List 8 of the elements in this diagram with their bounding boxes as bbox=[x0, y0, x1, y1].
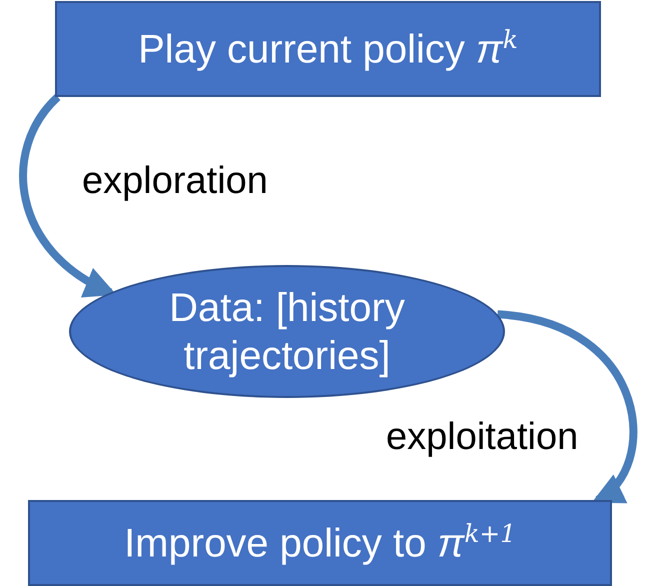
node-text: Play current policy π$^{k}$ bbox=[137, 24, 519, 74]
node-text: Improve policy to π$^{k+1}$ bbox=[123, 518, 517, 568]
process-box bbox=[55, 1, 601, 97]
process-box bbox=[28, 500, 612, 586]
curved-arrow bbox=[497, 310, 638, 504]
edge-label: exploitation bbox=[386, 416, 578, 459]
edge-label: exploration bbox=[82, 160, 268, 203]
node-text: Data: [history trajectories] bbox=[168, 284, 406, 380]
